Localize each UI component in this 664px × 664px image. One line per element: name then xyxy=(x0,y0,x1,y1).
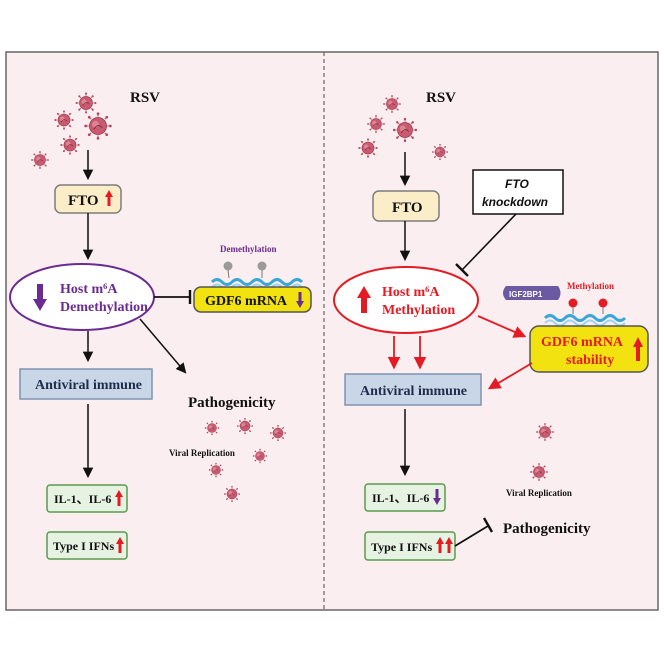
virus-icon xyxy=(83,111,113,141)
right-antiviral-box: Antiviral immune xyxy=(344,373,482,406)
virus-icon xyxy=(30,150,50,170)
right-igf2bp1-label: IGF2BP1 xyxy=(509,290,543,299)
virus-icon xyxy=(204,420,220,436)
up-arrow-icon xyxy=(116,537,124,553)
inhibit-bar-knockdown xyxy=(455,263,469,277)
right-host-m6a-label: Host m⁶A xyxy=(382,285,440,300)
right-ifn-label: Type I IFNs xyxy=(371,540,432,554)
left-antiviral-box: Antiviral immune xyxy=(19,368,153,400)
left-fto-label: FTO xyxy=(68,193,99,209)
right-il-label: IL-1、IL-6 xyxy=(372,491,429,505)
left-host-m6a-label: Host m⁶A xyxy=(60,282,118,297)
right-gdf6-label: GDF6 mRNA xyxy=(541,335,624,350)
igf2bp1-protein: IGF2BP1 xyxy=(503,286,561,300)
virus-icon xyxy=(535,422,555,442)
right-methylation-label: Methylation xyxy=(382,303,455,318)
inhibit-line-ifn-to-pathogenicity xyxy=(454,525,489,547)
virus-icon xyxy=(529,462,549,482)
virus-icon xyxy=(53,109,75,131)
right-knockdown-box: FTO knockdown xyxy=(472,169,564,215)
arrow-host-to-pathogenicity-left xyxy=(139,318,187,374)
right-viral-replication-label: Viral Replication xyxy=(506,488,572,498)
up-arrow-icon xyxy=(633,337,643,361)
right-ifn-box: Type I IFNs xyxy=(364,531,456,561)
left-mrna-annotation: Demethylation xyxy=(220,244,277,254)
left-fto-box: FTO xyxy=(54,184,122,214)
right-fto-box: FTO xyxy=(372,190,440,222)
arrow-host-to-gdf6-right xyxy=(477,315,527,338)
virus-icon xyxy=(75,92,97,114)
right-knockdown-label-1: FTO xyxy=(505,177,529,191)
right-il-box: IL-1、IL-6 xyxy=(364,483,446,512)
left-antiviral-label: Antiviral immune xyxy=(35,378,142,393)
virus-icon xyxy=(357,137,379,159)
right-pathogenicity-label: Pathogenicity xyxy=(503,521,591,537)
right-mrna-strand: IGF2BP1 Methylation xyxy=(503,281,627,327)
left-ifn-label: Type I IFNs xyxy=(53,539,114,553)
right-gdf6-box: GDF6 mRNA stability xyxy=(529,325,649,373)
down-arrow-icon xyxy=(296,292,304,308)
left-il-box: IL-1、IL-6 xyxy=(46,484,128,513)
down-arrow-icon xyxy=(433,489,441,505)
up-arrow-icon xyxy=(105,190,113,206)
inhibit-line-knockdown-to-host xyxy=(461,213,517,271)
arrow-gdf6-to-antiviral-right xyxy=(487,362,533,390)
up-arrow-icon xyxy=(357,286,371,313)
left-viral-replication-label: Viral Replication xyxy=(169,448,235,458)
left-demethylation-label: Demethylation xyxy=(60,300,148,315)
right-fto-label: FTO xyxy=(392,200,423,216)
virus-icon xyxy=(431,143,449,161)
inhibit-bar-pathogenicity xyxy=(482,517,494,533)
right-antiviral-label: Antiviral immune xyxy=(360,384,467,399)
left-gdf6-box: GDF6 mRNA xyxy=(193,286,312,313)
outer-frame xyxy=(5,51,659,611)
left-host-demethylation-ellipse: Host m⁶A Demethylation xyxy=(9,263,155,331)
double-up-arrow-icon xyxy=(436,537,453,553)
virus-icon xyxy=(366,114,386,134)
virus-icon xyxy=(392,117,418,143)
virus-icon xyxy=(59,134,81,156)
down-arrow-icon xyxy=(33,284,47,311)
left-il-label: IL-1、IL-6 xyxy=(54,492,111,506)
panel-left xyxy=(6,52,324,610)
virus-icon xyxy=(252,448,268,464)
virus-icon xyxy=(236,417,254,435)
right-gdf6-sublabel: stability xyxy=(566,353,614,368)
virus-icon xyxy=(208,462,224,478)
virus-icon xyxy=(382,94,402,114)
right-mrna-annotation: Methylation xyxy=(567,281,614,291)
left-rsv-label: RSV xyxy=(130,90,160,106)
up-arrow-icon xyxy=(115,490,123,506)
left-pathogenicity-label: Pathogenicity xyxy=(188,395,276,411)
right-host-methylation-ellipse: Host m⁶A Methylation xyxy=(333,266,479,334)
virus-icon xyxy=(223,485,241,503)
right-rsv-label: RSV xyxy=(426,90,456,106)
left-gdf6-label: GDF6 mRNA xyxy=(205,294,288,309)
left-ifn-box: Type I IFNs xyxy=(46,531,128,560)
right-knockdown-label-2: knockdown xyxy=(482,195,548,209)
virus-icon xyxy=(269,424,287,442)
